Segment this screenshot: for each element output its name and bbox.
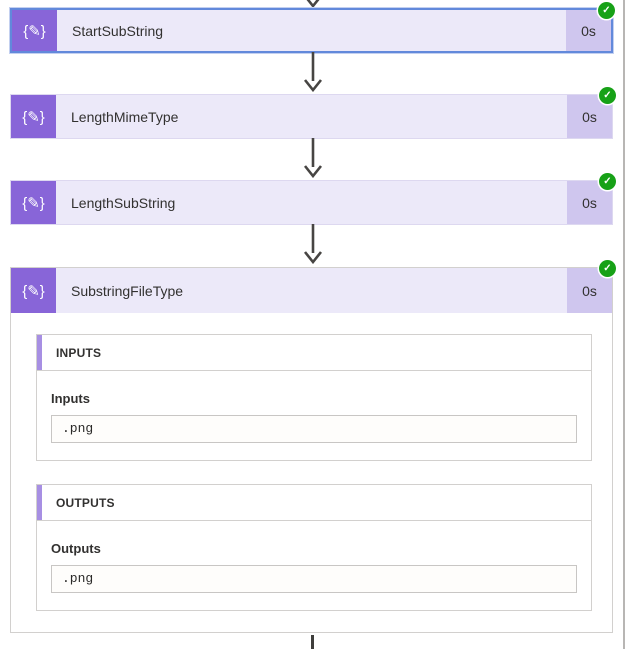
inputs-section-title: INPUTS <box>56 345 102 360</box>
action-card-substringfiletype: {✎} SubstringFileType 0s ✓ INPUTS Inputs… <box>10 260 616 633</box>
panel-divider <box>623 0 625 649</box>
outputs-field-label: Outputs <box>51 541 101 556</box>
action-duration: 0s <box>567 268 612 313</box>
connector-line-bottom <box>311 635 314 649</box>
action-card-header[interactable]: {✎} SubstringFileType 0s ✓ <box>11 260 616 313</box>
compose-action-icon: {✎} <box>11 268 56 313</box>
section-accent-bar <box>37 335 42 370</box>
action-title: StartSubString <box>57 10 566 51</box>
inputs-section-body: Inputs .png <box>37 371 591 460</box>
outputs-section-body: Outputs .png <box>37 521 591 610</box>
outputs-section-title: OUTPUTS <box>56 495 115 510</box>
success-check-icon: ✓ <box>599 260 616 277</box>
inputs-section-header: INPUTS <box>37 335 591 371</box>
inputs-field-label: Inputs <box>51 391 90 406</box>
success-check-icon: ✓ <box>598 2 615 19</box>
section-accent-bar <box>37 485 42 520</box>
outputs-section-header: OUTPUTS <box>37 485 591 521</box>
compose-action-icon: {✎} <box>11 95 56 138</box>
compose-action-icon: {✎} <box>12 10 57 51</box>
inputs-field-value: .png <box>51 415 577 443</box>
compose-action-icon: {✎} <box>11 181 56 224</box>
connector-arrow-1 <box>303 52 323 92</box>
inputs-section: INPUTS Inputs .png <box>36 334 592 461</box>
braces-pencil-glyph: {✎} <box>22 282 45 300</box>
braces-pencil-glyph: {✎} <box>23 22 46 40</box>
outputs-field-value: .png <box>51 565 577 593</box>
connector-arrow-2 <box>303 138 323 178</box>
connector-arrow-3 <box>303 224 323 264</box>
action-card-lengthmimetype[interactable]: {✎} LengthMimeType 0s ✓ <box>10 87 616 139</box>
success-check-icon: ✓ <box>599 87 616 104</box>
action-title: SubstringFileType <box>56 268 567 313</box>
braces-pencil-glyph: {✎} <box>22 194 45 212</box>
outputs-section: OUTPUTS Outputs .png <box>36 484 592 611</box>
action-title: LengthMimeType <box>56 95 567 138</box>
success-check-icon: ✓ <box>599 173 616 190</box>
braces-pencil-glyph: {✎} <box>22 108 45 126</box>
action-card-startsubstring[interactable]: {✎} StartSubString 0s ✓ <box>10 2 615 53</box>
action-title: LengthSubString <box>56 181 567 224</box>
action-card-lengthsubstring[interactable]: {✎} LengthSubString 0s ✓ <box>10 173 616 225</box>
connector-arrow-top <box>306 0 320 8</box>
